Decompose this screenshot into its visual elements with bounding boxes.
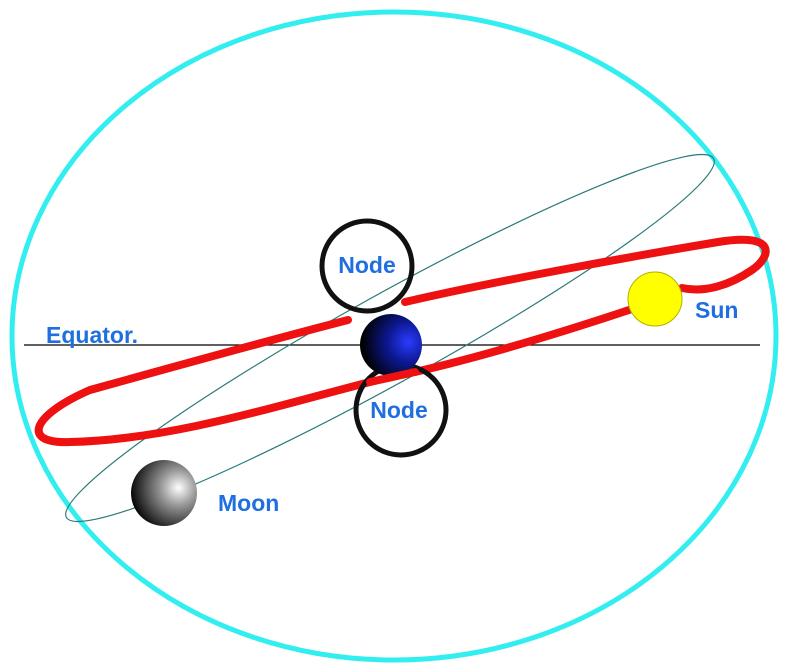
equator-label: Equator.	[46, 322, 138, 348]
node-label-upper: Node	[338, 252, 396, 278]
sun-sphere	[627, 271, 683, 327]
ecliptic-orbit	[34, 235, 770, 447]
moon-sphere	[131, 460, 197, 526]
ecliptic-front-segment	[366, 368, 419, 386]
celestial-sphere-outline	[9, 9, 779, 663]
sun-label: Sun	[695, 297, 738, 323]
earth-sphere	[360, 314, 422, 376]
moon-label: Moon	[218, 490, 279, 516]
node-ring-upper	[319, 218, 415, 314]
node-label-lower: Node	[370, 397, 428, 423]
